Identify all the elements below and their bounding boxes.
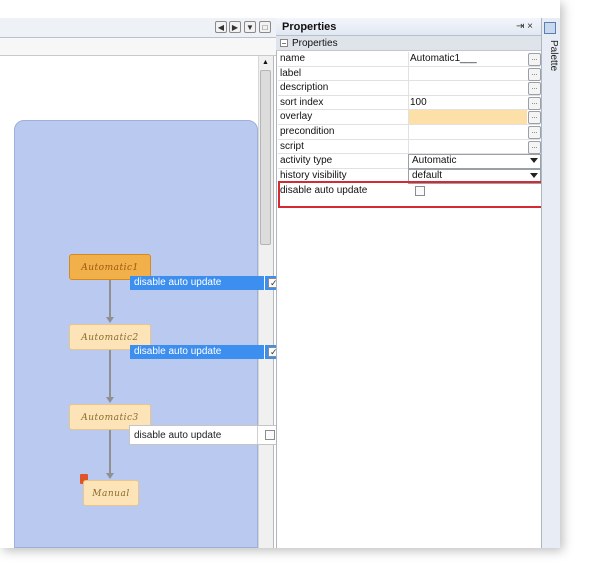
panel-pin-close-icons[interactable]: ⇥ × xyxy=(516,21,533,32)
collapse-icon[interactable]: − xyxy=(280,39,288,48)
ellipsis-button[interactable]: ... xyxy=(528,126,541,139)
property-row-description[interactable]: description ... xyxy=(278,81,541,96)
property-key: sort index xyxy=(280,96,324,108)
divider xyxy=(264,345,265,359)
property-row-overlay[interactable]: overlay ... xyxy=(278,110,541,125)
scroll-right-icon[interactable]: ▶ xyxy=(229,21,241,33)
divider xyxy=(257,426,258,444)
editor-subbar xyxy=(0,38,276,56)
property-key: script xyxy=(280,140,304,152)
property-value-cell[interactable] xyxy=(408,66,527,81)
select-value: default xyxy=(412,169,443,181)
overlay-label: disable auto update xyxy=(134,430,222,441)
property-key: overlay xyxy=(280,111,313,123)
arrow-icon xyxy=(106,473,114,479)
disable-auto-update-checkbox[interactable] xyxy=(415,186,425,196)
ellipsis-button[interactable]: ... xyxy=(528,82,541,96)
property-value-cell[interactable] xyxy=(408,125,527,139)
properties-section-header[interactable]: Properties xyxy=(276,36,541,51)
scrollbar-thumb[interactable] xyxy=(260,70,271,245)
overlay-label: disable auto update xyxy=(134,277,222,288)
property-key: history visibility xyxy=(280,169,347,181)
activity-node-automatic1[interactable]: Automatic1 xyxy=(69,254,151,280)
property-row-precondition[interactable]: precondition ... xyxy=(278,125,541,140)
connector-line xyxy=(109,279,111,319)
properties-panel-title: Properties xyxy=(276,18,541,36)
activity-type-select[interactable]: Automatic xyxy=(408,154,541,170)
highlight-box xyxy=(278,181,550,208)
chevron-down-icon[interactable] xyxy=(530,172,538,178)
overlay-color-swatch[interactable] xyxy=(408,110,527,125)
overlay-label: disable auto update xyxy=(134,346,222,357)
view-menu-icon[interactable]: ▼ xyxy=(244,21,256,33)
property-row-activity-type[interactable]: activity type Automatic xyxy=(278,154,541,170)
property-value[interactable]: 100 xyxy=(410,96,427,108)
property-key: activity type xyxy=(280,155,333,167)
history-visibility-select[interactable]: default xyxy=(408,168,541,184)
property-value[interactable]: Automatic1___ xyxy=(410,53,477,64)
chevron-down-icon[interactable] xyxy=(530,158,538,164)
property-value-cell[interactable] xyxy=(408,52,527,66)
manual-user-icon xyxy=(80,474,88,484)
property-row-disable-auto-update[interactable]: disable auto update xyxy=(278,184,540,199)
property-row-label[interactable]: label ... xyxy=(278,66,541,82)
property-key: label xyxy=(280,67,302,79)
property-row-script[interactable]: script ... xyxy=(278,139,541,155)
property-key: description xyxy=(280,82,329,94)
connector-line xyxy=(109,348,111,398)
property-value-cell[interactable] xyxy=(408,81,527,96)
property-value-cell[interactable] xyxy=(408,95,527,110)
property-row-name[interactable]: name Automatic1___ ... xyxy=(278,52,541,67)
ellipsis-button[interactable]: ... xyxy=(528,96,541,110)
property-row-sort-index[interactable]: sort index 100 ... xyxy=(278,95,541,111)
palette-icon[interactable] xyxy=(544,22,556,34)
property-key: precondition xyxy=(280,126,335,137)
ellipsis-button[interactable]: ... xyxy=(528,53,541,66)
ellipsis-button[interactable]: ... xyxy=(528,140,541,154)
activity-node-manual[interactable]: Manual xyxy=(83,480,139,506)
arrow-icon xyxy=(106,317,114,323)
property-key: disable auto update xyxy=(280,185,368,196)
ellipsis-button[interactable]: ... xyxy=(528,111,541,125)
palette-strip[interactable] xyxy=(541,18,560,548)
connector-line xyxy=(109,430,111,474)
arrow-icon xyxy=(106,397,114,403)
palette-label[interactable]: Palette xyxy=(548,40,559,72)
ellipsis-button[interactable]: ... xyxy=(528,67,541,81)
maximize-icon[interactable]: □ xyxy=(259,21,271,33)
property-key: name xyxy=(280,53,306,64)
divider xyxy=(264,276,265,290)
property-value-cell[interactable] xyxy=(408,139,527,154)
disable-auto-update-checkbox[interactable] xyxy=(265,430,275,440)
editor-toolbar: ◀ ▶ ▼ □ xyxy=(0,18,276,38)
select-value: Automatic xyxy=(412,155,457,167)
scroll-left-icon[interactable]: ◀ xyxy=(215,21,227,33)
scroll-up-icon[interactable]: ▲ xyxy=(262,59,269,66)
